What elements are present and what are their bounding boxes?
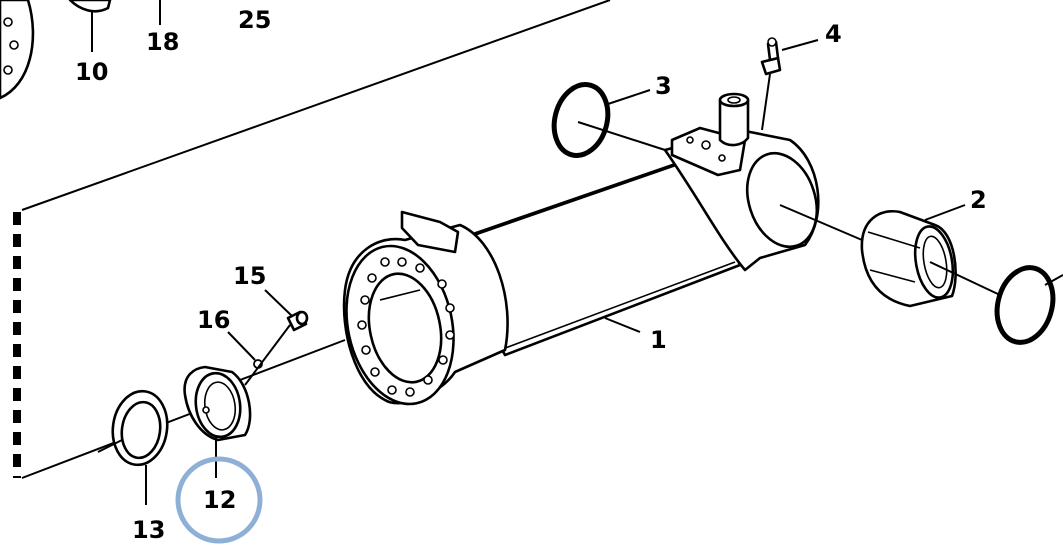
callout-25[interactable]: 25 <box>238 6 271 34</box>
leader-right-edge <box>1044 274 1063 286</box>
part-2-bushing <box>860 209 957 308</box>
leader-2-axis-a <box>779 204 863 241</box>
right-seal-ring <box>994 265 1056 345</box>
callout-2[interactable]: 2 <box>970 186 987 214</box>
part-12-lock-nut <box>183 365 252 442</box>
part-10-wheel <box>0 0 112 100</box>
leader-3-axis <box>577 121 666 151</box>
part-13-washer <box>111 389 169 467</box>
leader-2 <box>924 204 966 221</box>
leader-15 <box>264 289 293 317</box>
leader-16 <box>227 331 256 361</box>
leader-4-axis <box>761 73 771 131</box>
front-flange <box>342 210 509 406</box>
part-3-seal-ring <box>551 82 611 158</box>
callout-15[interactable]: 15 <box>233 262 266 290</box>
callout-12[interactable]: 12 <box>203 486 236 514</box>
leader-3 <box>604 89 651 106</box>
callout-1[interactable]: 1 <box>650 326 667 354</box>
part-4-grease-nipple <box>760 37 782 76</box>
part-15-set-screw <box>286 310 309 332</box>
callout-3[interactable]: 3 <box>655 72 672 100</box>
callout-18[interactable]: 18 <box>146 28 179 56</box>
highlight-ring-callout-12 <box>175 456 263 544</box>
leader-1 <box>604 317 641 333</box>
callout-13[interactable]: 13 <box>132 516 165 544</box>
leader-nut-axis <box>239 339 346 381</box>
callout-4[interactable]: 4 <box>825 20 842 48</box>
callout-16[interactable]: 16 <box>197 306 230 334</box>
leader-15-axis <box>244 324 291 386</box>
frame-line-top <box>21 0 611 211</box>
callout-10[interactable]: 10 <box>75 58 108 86</box>
frame-line-bottom <box>21 409 201 479</box>
leader-2-axis-b <box>929 261 1001 296</box>
leader-4 <box>781 39 819 51</box>
rear-head-housing <box>663 92 820 272</box>
leader-13-axis <box>97 439 123 453</box>
